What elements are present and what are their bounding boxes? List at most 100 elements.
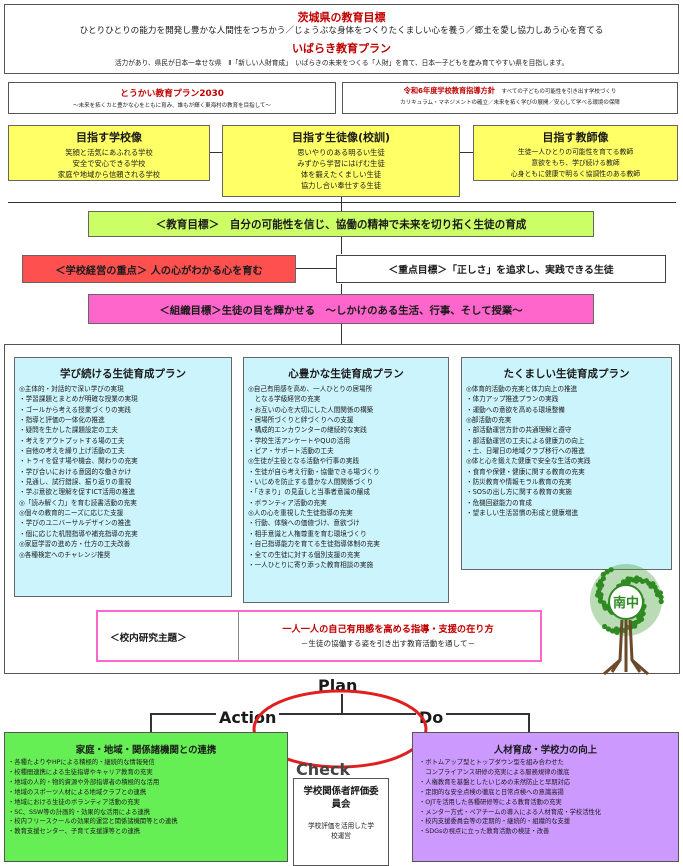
- research-divider: [238, 612, 538, 660]
- ideal-teacher-title: 目指す教師像: [542, 131, 609, 144]
- tree-leaf: [608, 567, 614, 573]
- guidance-policy-box: 令和6年度学校教育指導方針 すべての子どもの可能性を引き出す学校づくり カリキュ…: [342, 82, 678, 114]
- tree-leaf: [613, 626, 619, 632]
- connector-line: [341, 197, 342, 211]
- ideal-teacher-box: 目指す教師像 生徒一人ひとりの可能性を育てる教師 意欲をもち、学び続ける教師 心…: [473, 125, 678, 181]
- heart-plan-title: 心豊かな生徒育成プラン: [288, 368, 404, 380]
- tokai-plan-box: とうかい教育プラン2030 ～未来を拓くカと豊かな心をともに育み、誰もが輝く東海…: [8, 82, 336, 114]
- guidance-policy-note: すべての子どもの可能性を引き出す学校づくり: [501, 89, 617, 95]
- hr-development-item: ・ボトムアップ型とトップダウン型を組み合わせた: [419, 759, 564, 766]
- ideal-teacher-line: 意欲をもち、学び続ける教師: [531, 159, 620, 167]
- tokai-plan-title: とうかい教育プラン2030: [120, 89, 224, 99]
- family-community-item: ・地域における生徒のボランティア活動の充実: [8, 798, 140, 806]
- tokai-plan-subtitle: ～未来を拓くカと豊かな心をともに育み、誰もが輝く東海村の教育を目指して～: [73, 103, 271, 109]
- strong-plan-item: ・体力アップ推進プランの実践: [466, 395, 559, 404]
- heart-plan-item: ・居場所づくりと絆づくりへの支援: [248, 416, 354, 425]
- heart-plan-item: ◎自己有用感を高め、一人ひとりの居場所: [248, 385, 373, 393]
- family-community-box: 家庭・地域・関係諸機関との連携 ・各種たよりやHPによる積極的・継続的な情報発信…: [4, 732, 288, 862]
- learning-plan-item: ・学びのユニバーサルデザインの推進: [19, 519, 131, 528]
- ideal-student-line: 体を鍛えたくましい生徒: [300, 170, 382, 179]
- ideal-school-line: 笑顔と活気にあふれる学校: [65, 148, 153, 157]
- heart-plan-item: ◎人の心を重視した生徒指導の充実: [248, 509, 353, 518]
- heart-plan-item: ・自己指導能力を育てる生徒指導体制の充実: [248, 540, 380, 549]
- heart-plan-item: ・行動、体験への価値づけ、意欲づけ: [248, 519, 360, 528]
- strong-plan-item: ・部活動運営の工夫による健康力の向上: [466, 436, 585, 445]
- ideal-school-title: 目指す学校像: [76, 131, 142, 144]
- hr-development-item: ・定期的な安全点検の徹底と日常点検への意識高揚: [419, 788, 564, 796]
- tree-leaf: [600, 575, 606, 582]
- strong-plan-item: ・土、日曜日の地域クラブ移行への推進: [466, 447, 585, 456]
- heart-plan-item: となる学級経営の充実: [248, 395, 321, 404]
- hr-development-item: ・人権教育を基盤としたいじめの未然防止と早期対応: [419, 778, 571, 786]
- evaluation-committee-subtitle: 学校評価を活用した学校運営: [308, 822, 374, 840]
- header-box: 茨城県の教育目標 ひとりひとりの能力を開発し豊かな人間性をつちかう／じょうぶな身…: [4, 4, 679, 74]
- tree-leaf: [598, 592, 604, 598]
- tree-leaf: [648, 583, 654, 589]
- family-community-item: ・地域の人的・物的資源や外部指導者の積極的な活用: [8, 778, 160, 786]
- ibaraki-plan-note: 活力があり、県民が日本一幸せな県 Ⅱ「新しい人財育成」 いばらきの未来をつくる「…: [114, 59, 569, 67]
- ideal-teacher-line: 心身ともに健康で明るく協調性のある教師: [510, 170, 641, 178]
- research-theme-label: ＜校内研究主題＞: [110, 633, 187, 644]
- management-focus-band: ＜学校経営の重点＞ 人の心がわかる心を育む: [22, 255, 296, 283]
- hr-development-list: ・ボトムアップ型とトップダウン型を組み合わせた コンプライアンス研修の充実による…: [413, 758, 678, 837]
- connector-line: [460, 152, 473, 153]
- tree-leaf: [599, 582, 605, 588]
- hr-development-item: ・校内支援委員会等の定期的・継続的・組織的な支援: [419, 818, 571, 826]
- strong-plan-item: ・SOSの出し方に関する教育の実施: [466, 488, 572, 497]
- plans-frame: [4, 344, 680, 674]
- learning-plan-item: ◎各種検定へのチャレンジ推奨: [19, 550, 111, 559]
- ideal-student-line: 協力し合い奉仕する生徒: [300, 181, 382, 190]
- ideal-school-line: 家庭や地域から信頼される学校: [57, 170, 161, 179]
- school-tree-logo: 南中: [590, 564, 664, 676]
- strong-plan-item: ・望ましい生活習慣の形成と健康増進: [466, 509, 579, 518]
- hr-development-item: ・SDGsの視点に立った教育活動の検証・改善: [419, 828, 550, 836]
- family-community-list: ・各種たよりやHPによる積極的・継続的な情報発信・校種間連携による生徒指導やキャ…: [5, 758, 287, 837]
- learning-plan-item: ・考えをアウトプットする場の工夫: [19, 436, 125, 445]
- tree-leaf: [600, 571, 606, 577]
- heart-plan-item: ・お互いの心を大切にした人間関係の構築: [248, 405, 374, 414]
- evaluation-committee-title: 学校関係者評価委員会: [303, 786, 379, 810]
- learning-plan-item: ◎家庭学習の進め方・仕方の工夫改善: [19, 540, 131, 549]
- connector-line: [8, 202, 676, 203]
- tree-leaf: [633, 578, 639, 584]
- family-community-item: ・地域のスポーツ人材による地域クラブとの連携: [8, 788, 147, 796]
- heart-plan-item: ・「きまり」の見直しと当事者意識の醸成: [248, 488, 370, 497]
- ideal-student-line: みずから学習にはげむ生徒: [297, 159, 385, 168]
- connector-line: [341, 324, 342, 344]
- family-community-item: ・各種たよりやHPによる積極的・継続的な情報発信: [8, 759, 155, 766]
- strong-plan-item: ◎体育的活動の充実と体力向上の推進: [466, 385, 578, 393]
- guidance-policy-subtitle: カリキュラム・マネジメントの確立／未来を拓く学びの展開／安心して学べる環境の保障: [400, 100, 620, 106]
- organization-goal-band: ＜組織目標＞生徒の目を輝かせる ～しかけのある生活、行事、そして授業～: [88, 294, 594, 324]
- connector-line: [341, 694, 343, 714]
- learning-plan-box: 学び続ける生徒育成プラン ◎主体的・対話的で深い学びの実現・学習課題とまとめが明…: [14, 357, 232, 597]
- hr-development-title: 人材育成・学校力の向上: [493, 745, 598, 756]
- tree-leaf: [601, 600, 607, 606]
- connector-line: [528, 713, 530, 733]
- ideal-teacher-line: 生徒一人ひとりの可能性を育てる教師: [517, 148, 634, 156]
- strong-plan-item: ・防災教育や情報モラル教育の充実: [466, 478, 572, 487]
- learning-plan-item: ◎個々の教育的ニーズに応じた支援: [19, 509, 124, 518]
- hr-development-item: ・OJTを活用した各種研修等による教育活動の充実: [419, 798, 562, 806]
- learning-plan-item: ・個に応じた机間指導や補充指導の充実: [19, 529, 138, 538]
- heart-plan-item: ・構成的エンカウンターの継続的な実践: [248, 426, 367, 435]
- strong-plan-title: たくましい生徒育成プラン: [503, 368, 630, 380]
- connector-line: [341, 284, 342, 294]
- guidance-policy-title: 令和6年度学校教育指導方針: [403, 86, 495, 95]
- tree-leaf: [604, 569, 610, 575]
- learning-plan-list: ◎主体的・対話的で深い学びの実現・学習課題とまとめが明確な授業の実現・ゴールから…: [19, 384, 227, 560]
- research-theme-box: ＜校内研究主題＞ 一人一人の自己有用感を高める指導・支援の在り方 －生徒の協働す…: [96, 610, 542, 662]
- family-community-item: ・教育支援センター、子育て支援課等との連携: [8, 828, 141, 836]
- heart-plan-box: 心豊かな生徒育成プラン ◎自己有用感を高め、一人ひとりの居場所 となる学級経営の…: [243, 357, 449, 603]
- connector-line: [341, 237, 342, 254]
- learning-plan-item: ・学習課題とまとめが明確な授業の実現: [19, 395, 138, 404]
- heart-plan-item: ◎生徒が主役となる活動や行事の実践: [248, 457, 360, 466]
- tree-leaf: [654, 592, 661, 598]
- heart-plan-list: ◎自己有用感を高め、一人ひとりの居場所 となる学級経営の充実・お互いの心を大切に…: [248, 384, 444, 570]
- strong-plan-item: ・食育や保健・健康に関する教育の充実: [466, 467, 585, 476]
- heart-plan-item: ・生徒が自ら考え行動・協働できる場づくり: [248, 467, 380, 476]
- heart-plan-item: ・全ての生徒に対する個別支援の充実: [248, 550, 361, 559]
- prefecture-goal-text: ひとりひとりの能力を開発し豊かな人間性をつちかう／じょうぶな身体をつくりたくまし…: [79, 26, 604, 36]
- learning-plan-item: ・ゴールから考える授業づくりの実践: [19, 405, 131, 414]
- strong-plan-item: ・部活動運営方針の共通理解と遵守: [466, 426, 572, 435]
- ideal-student-title: 目指す生徒像(校訓): [291, 131, 391, 144]
